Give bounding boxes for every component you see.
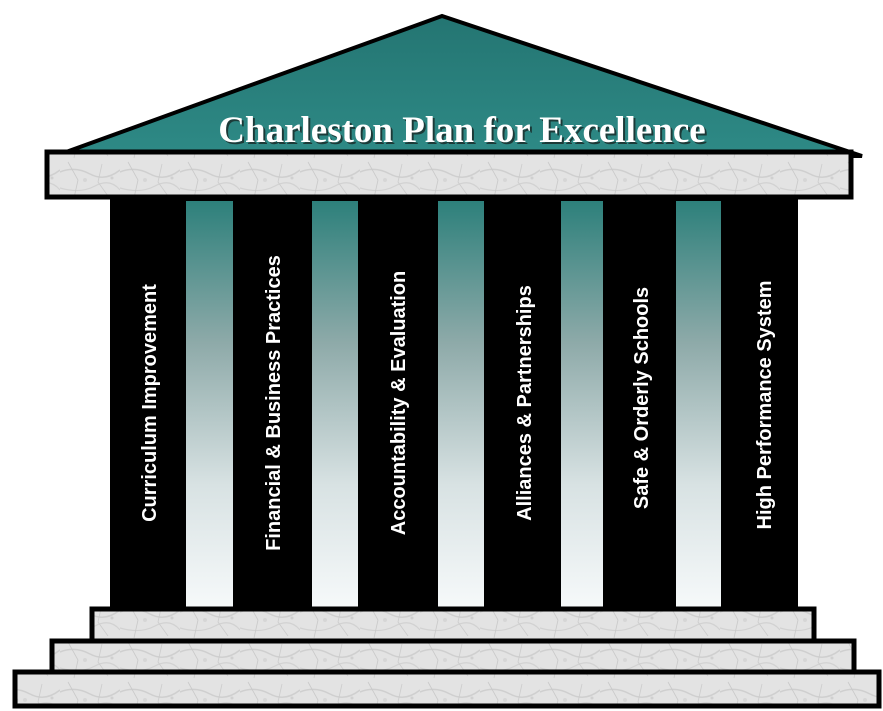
gradient-column-4: [561, 201, 603, 607]
gradient-column-2: [312, 201, 358, 607]
step-middle: [49, 638, 857, 675]
gradient-column-1: [186, 201, 233, 607]
diagram-title-shadow: Charleston Plan for Excellence: [220, 112, 707, 153]
step-top: [89, 606, 817, 645]
pillar-label-curriculum: Curriculum Improvement: [139, 284, 161, 522]
pillar-label-safe-schools: Safe & Orderly Schools: [631, 287, 653, 509]
pillar-label-alliances: Alliances & Partnerships: [514, 285, 536, 521]
diagram-title: Charleston Plan for Excellence: [218, 110, 705, 151]
pillar-label-financial: Financial & Business Practices: [263, 255, 285, 551]
gradient-column-5: [676, 201, 721, 607]
pillar-label-accountability: Accountability & Evaluation: [388, 271, 410, 535]
pillar-label-high-performance: High Performance System: [754, 281, 776, 530]
gradient-column-3: [438, 201, 484, 607]
step-bottom: [12, 669, 882, 709]
entablature-beam: [44, 149, 854, 200]
